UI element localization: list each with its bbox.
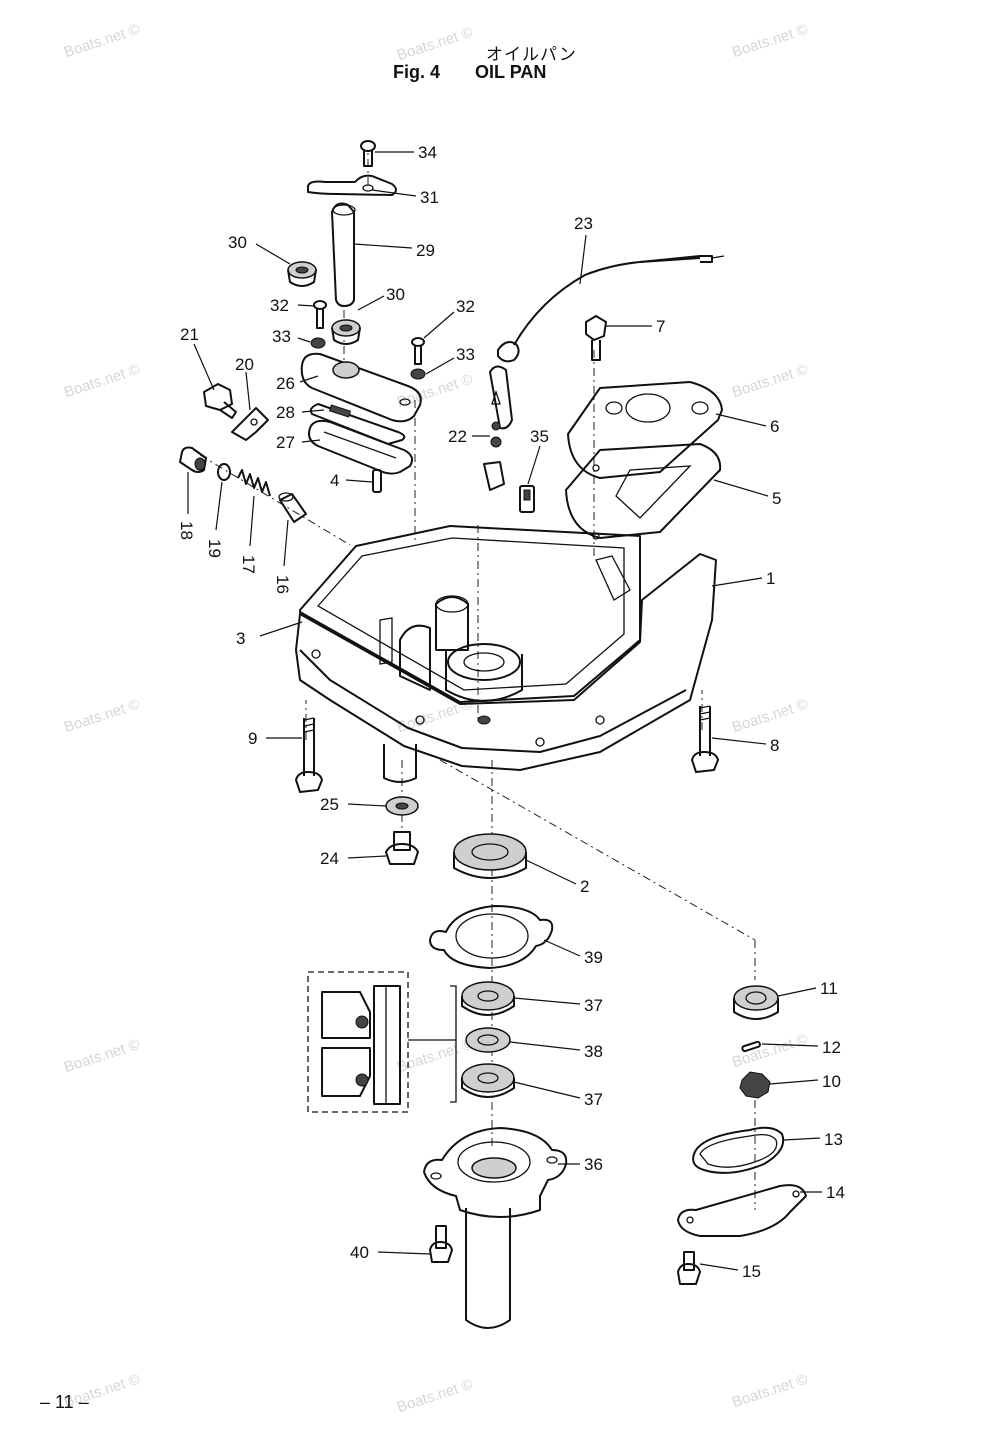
part-36-pump-housing — [423, 1127, 568, 1329]
figure-number: Fig. 4 — [393, 62, 441, 82]
part-31-clamp — [307, 174, 397, 196]
part-9-bolt — [295, 717, 323, 793]
part-25-washer — [385, 796, 419, 816]
title-japanese: オイルパン — [486, 45, 577, 65]
part-12-pin — [741, 1040, 761, 1053]
callout-31: 31 — [420, 188, 439, 207]
part-19-o-ring — [217, 463, 231, 481]
callout-16: 16 — [273, 575, 292, 594]
callout-2: 2 — [580, 877, 589, 896]
callout-23: 23 — [574, 214, 593, 233]
part-26-breather-cover — [300, 352, 422, 423]
part-38-spacer — [465, 1027, 511, 1053]
part-5-gasket — [565, 443, 722, 540]
callout-6: 6 — [770, 417, 779, 436]
page-number: – 11 – — [40, 1392, 89, 1412]
callout-17: 17 — [239, 555, 258, 574]
part-22-oil-pressure-switch — [483, 365, 513, 491]
part-14-pump-cover — [677, 1184, 807, 1237]
callout-5: 5 — [772, 489, 781, 508]
part-32-screw — [313, 300, 327, 329]
part-30-grommet — [287, 261, 317, 287]
callout-33: 33 — [456, 345, 475, 364]
part-7-bolt — [585, 315, 607, 361]
callout-22: 22 — [448, 427, 467, 446]
part-11-outer-rotor — [733, 985, 779, 1020]
callout-37: 37 — [584, 996, 603, 1015]
part-1-oil-pan — [295, 553, 717, 783]
callout-12: 12 — [822, 1038, 841, 1057]
part-37-seal — [461, 1063, 515, 1098]
callout-18: 18 — [177, 521, 196, 540]
part-34-screw — [360, 140, 376, 167]
callout-33: 33 — [272, 327, 291, 346]
part-8-bolt — [691, 705, 719, 773]
part-27-plate — [308, 419, 413, 475]
part-39-gasket — [429, 905, 554, 969]
callout-32: 32 — [270, 296, 289, 315]
callout-14: 14 — [826, 1183, 845, 1202]
callout-36: 36 — [584, 1155, 603, 1174]
part-37-seal — [461, 981, 515, 1016]
part-20-bracket — [231, 407, 269, 441]
part-35-clip — [519, 485, 535, 513]
part-30-grommet — [331, 319, 361, 345]
part-33-washer — [410, 368, 426, 380]
part-2-oil-seal — [453, 833, 527, 879]
callout-40: 40 — [350, 1243, 369, 1262]
callout-labels: 34 31 30 29 23 32 30 32 7 21 20 33 — [177, 143, 845, 1281]
part-24-drain-plug — [385, 831, 419, 865]
callout-32: 32 — [456, 297, 475, 316]
part-3-gasket — [299, 525, 641, 703]
callout-20: 20 — [235, 355, 254, 374]
callout-4: 4 — [330, 471, 339, 490]
callout-30: 30 — [386, 285, 405, 304]
callout-7: 7 — [656, 317, 665, 336]
callout-3: 3 — [236, 629, 245, 648]
part-18-plug — [179, 446, 207, 473]
part-32-screw — [411, 337, 425, 365]
part-28-gasket — [309, 403, 406, 445]
callout-9: 9 — [248, 729, 257, 748]
part-17-spring — [237, 469, 271, 497]
callout-30: 30 — [228, 233, 247, 252]
callout-15: 15 — [742, 1262, 761, 1281]
callout-35: 35 — [530, 427, 549, 446]
callout-27: 27 — [276, 433, 295, 452]
part-16-valve — [278, 492, 307, 523]
callout-19: 19 — [205, 539, 224, 558]
callout-28: 28 — [276, 403, 295, 422]
part-15-screw — [677, 1251, 701, 1285]
part-29-breather-hose — [331, 202, 356, 307]
callout-8: 8 — [770, 736, 779, 755]
callout-24: 24 — [320, 849, 339, 868]
callout-21: 21 — [180, 325, 199, 344]
callout-1: 1 — [766, 569, 775, 588]
callout-10: 10 — [822, 1072, 841, 1091]
part-10-inner-rotor — [739, 1071, 771, 1099]
part-40-bolt — [429, 1225, 453, 1263]
part-6-cover-plate — [567, 381, 723, 479]
callout-37: 37 — [584, 1090, 603, 1109]
part-13-o-ring — [692, 1126, 785, 1174]
callout-11: 11 — [820, 979, 838, 998]
figure-name: OIL PAN — [475, 62, 547, 82]
callout-39: 39 — [584, 948, 603, 967]
callout-38: 38 — [584, 1042, 603, 1061]
part-21-union-bolt — [203, 383, 237, 419]
part-23-switch-lead — [497, 255, 725, 363]
callout-34: 34 — [418, 143, 437, 162]
callout-25: 25 — [320, 795, 339, 814]
figure-title: Fig. 4 OIL PAN — [393, 62, 546, 83]
callout-13: 13 — [824, 1130, 843, 1149]
callout-26: 26 — [276, 374, 295, 393]
part-33-washer — [310, 337, 326, 349]
callout-29: 29 — [416, 241, 435, 260]
part-4-dowel-pin — [372, 469, 382, 493]
cross-section-detail-inset — [307, 971, 457, 1113]
